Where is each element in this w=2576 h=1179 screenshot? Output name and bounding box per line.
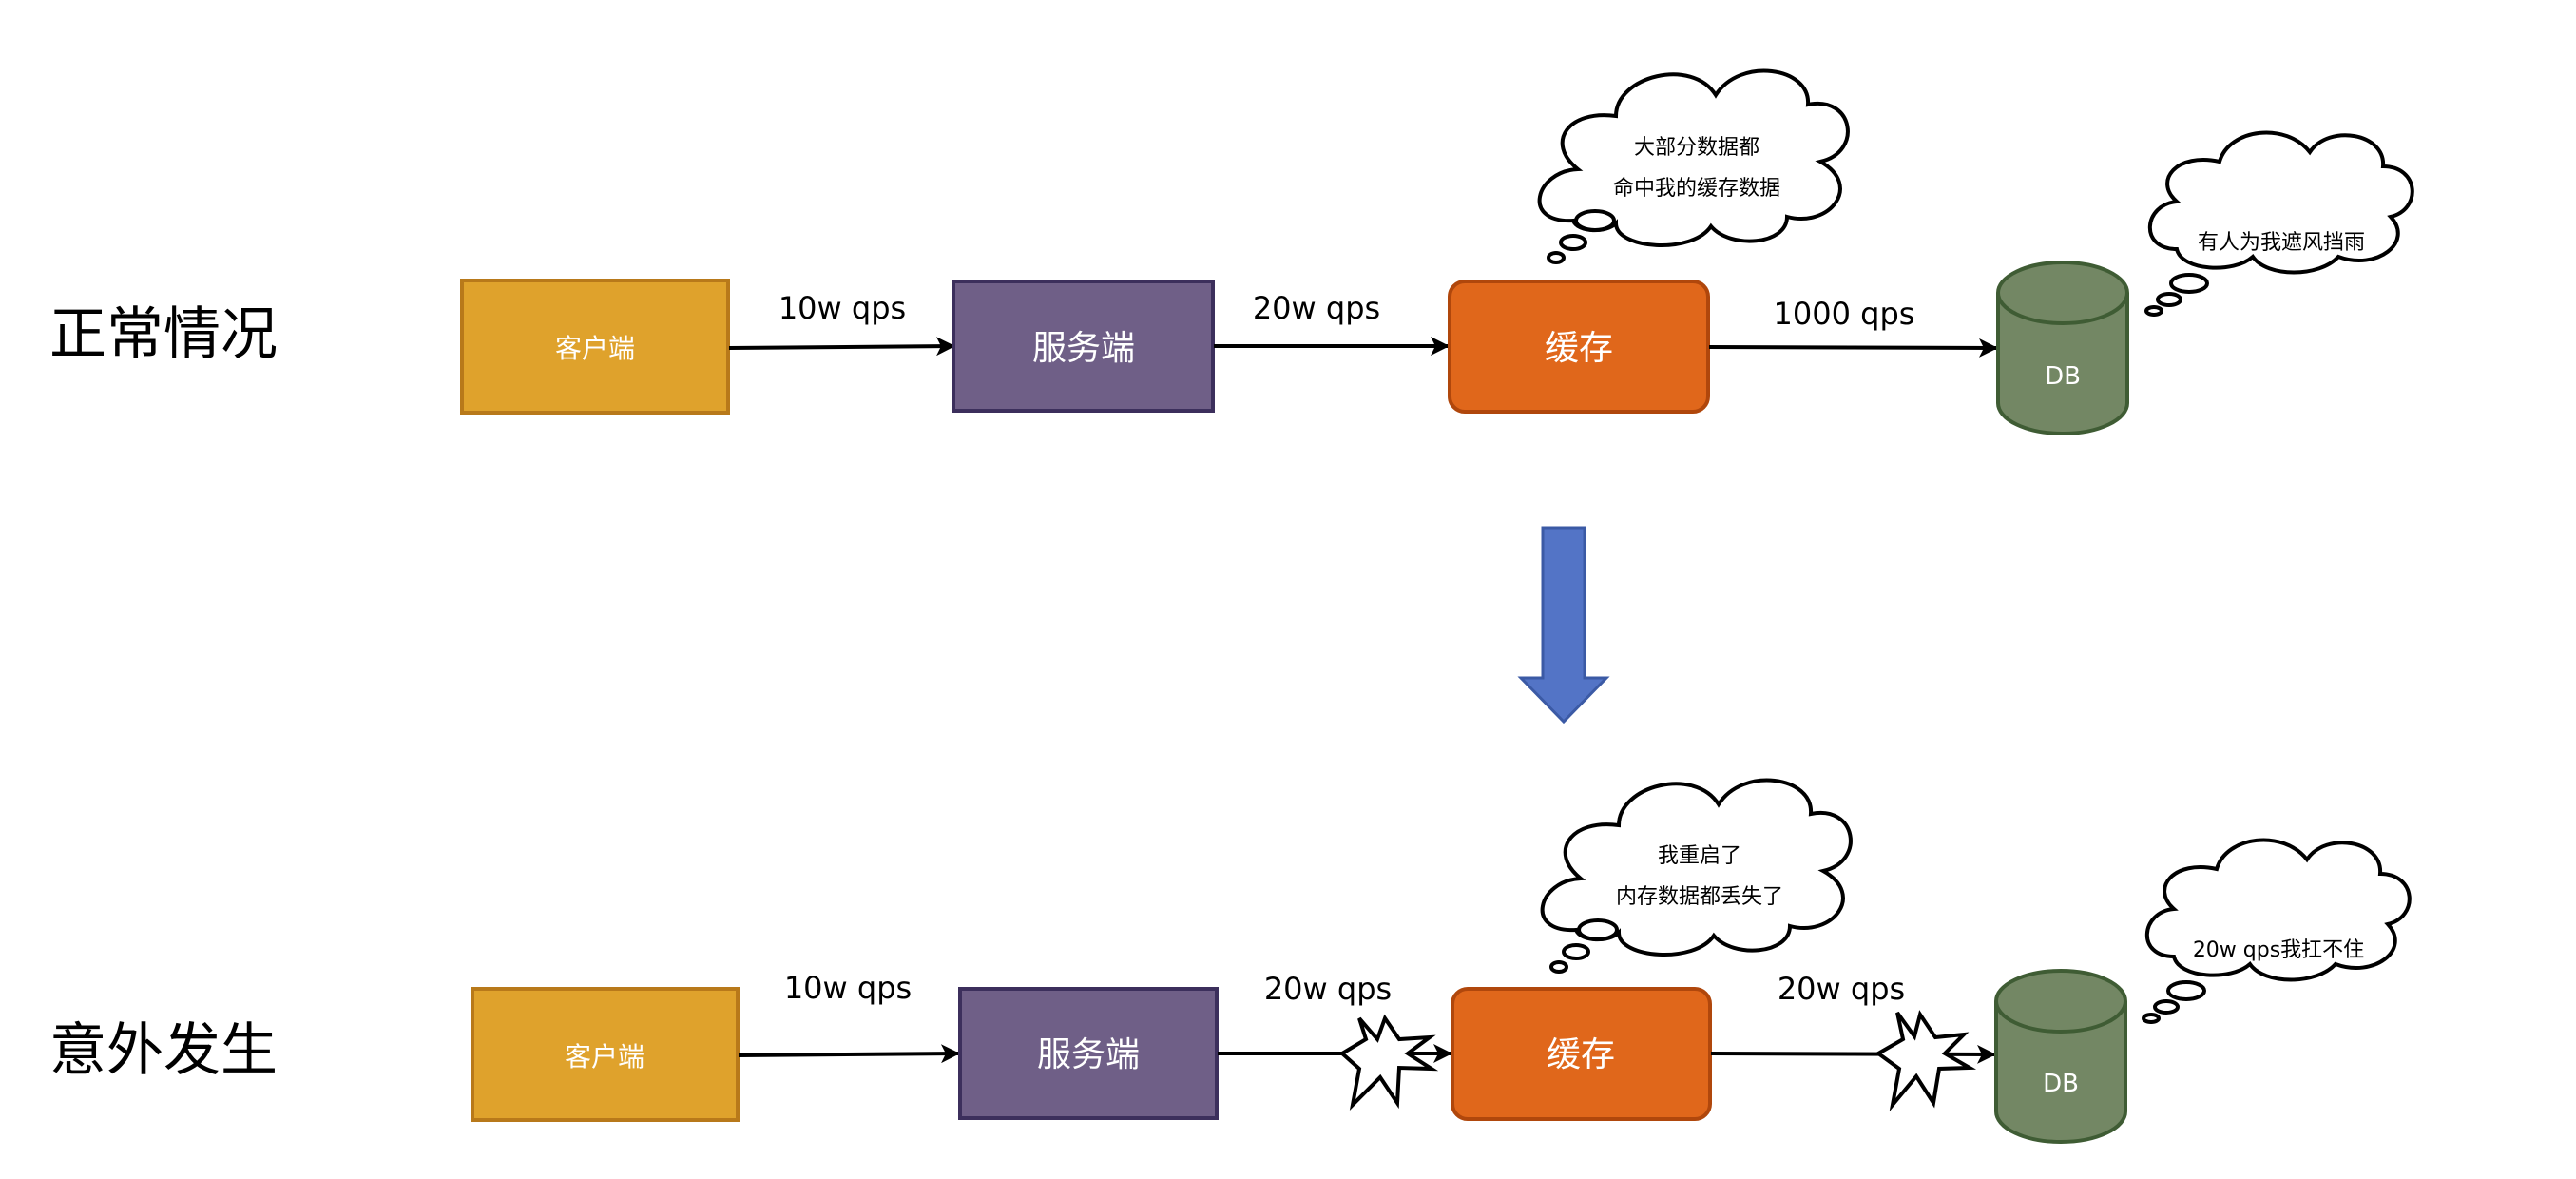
normal-row-title: 正常情况 xyxy=(49,301,278,368)
edge-label: 20w qps xyxy=(1778,971,1905,1007)
cache-thought-cloud: 我重启了 内存数据都丢失了 xyxy=(1540,778,1853,974)
cloud-text-line: 命中我的缓存数据 xyxy=(1613,177,1780,201)
client-node: 客户端 xyxy=(460,279,730,415)
server-node: 服务端 xyxy=(958,987,1219,1120)
db-thought-cloud: 20w qps我扛不住 xyxy=(2142,838,2412,1024)
explosion-icon xyxy=(1338,1014,1439,1111)
client-node: 客户端 xyxy=(471,987,740,1122)
server-node: 服务端 xyxy=(952,280,1215,413)
cloud-text-line: 大部分数据都 xyxy=(1634,136,1759,160)
cache-label: 缓存 xyxy=(1547,1035,1615,1074)
db-node: DB xyxy=(1996,261,2129,435)
db-label: DB xyxy=(2043,1070,2079,1098)
edge-label: 20w qps xyxy=(1253,290,1380,326)
edge-server-cache: 20w qps xyxy=(1214,290,1450,356)
db-node: DB xyxy=(1994,969,2127,1144)
server-label: 服务端 xyxy=(1032,329,1135,368)
cloud-text-line: 我重启了 xyxy=(1658,844,1741,868)
db-thought-cloud: 有人为我遮风挡雨 xyxy=(2144,130,2414,317)
cloud-text-line: 内存数据都丢失了 xyxy=(1616,885,1783,909)
edge-cache-db: 20w qps xyxy=(1710,971,1996,1064)
edge-label: 20w qps xyxy=(1264,971,1392,1007)
client-label: 客户端 xyxy=(565,1041,644,1073)
incident-row-title: 意外发生 xyxy=(49,1017,278,1084)
edge-cache-db: 1000 qps xyxy=(1708,296,1998,358)
edge-client-server: 10w qps xyxy=(738,970,960,1064)
cloud-text-line: 20w qps我扛不住 xyxy=(2193,938,2364,962)
cache-node: 缓存 xyxy=(1448,280,1710,414)
explosion-icon xyxy=(1874,1010,1977,1112)
server-label: 服务端 xyxy=(1037,1035,1140,1074)
transition-down-arrow xyxy=(1517,526,1610,725)
edge-label: 1000 qps xyxy=(1774,296,1915,332)
cloud-text-line: 有人为我遮风挡雨 xyxy=(2198,231,2365,255)
edge-label: 10w qps xyxy=(784,970,912,1006)
cache-label: 缓存 xyxy=(1545,329,1613,368)
db-label: DB xyxy=(2045,362,2081,391)
cache-node: 缓存 xyxy=(1451,987,1712,1121)
edge-label: 10w qps xyxy=(779,290,906,326)
client-label: 客户端 xyxy=(555,333,635,364)
edge-client-server: 10w qps xyxy=(728,290,955,357)
cache-thought-cloud: 大部分数据都 命中我的缓存数据 xyxy=(1537,68,1850,264)
edge-server-cache: 20w qps xyxy=(1218,971,1452,1063)
